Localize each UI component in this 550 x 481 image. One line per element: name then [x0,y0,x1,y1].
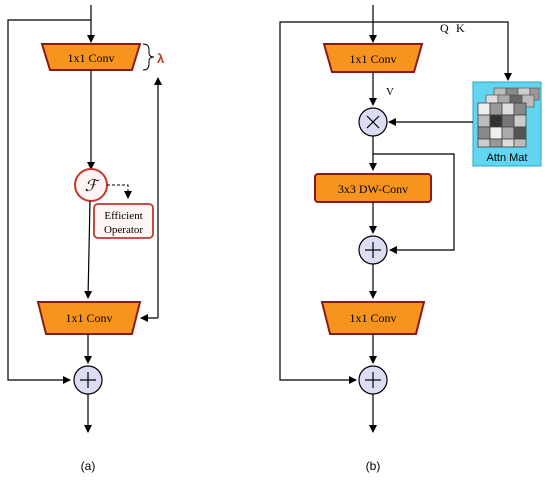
dw-skip-path [373,153,455,254]
conv-top-a-label: 1x1 Conv [67,51,114,65]
conv-bottom-b [320,301,426,335]
multiply-x2 [366,115,380,129]
k-label: K [456,21,465,35]
caption-b: (b) [366,459,381,473]
residual-path-b [279,21,373,384]
lambda-label: λ [157,51,165,66]
arrow-f-to-conv [84,200,93,299]
dashed-arrow-efficient [107,184,132,199]
conv-top-a [40,43,142,71]
residual-path-a [7,19,91,384]
panel-b: Q K 1x1 Conv V [279,5,542,473]
efficient-operator-line2: Operator [104,224,143,236]
conv-bottom-b-label: 1x1 Conv [349,311,396,325]
qk-path [373,21,512,81]
lambda-brace [142,43,155,71]
conv-top-b-label: 1x1 Conv [349,52,396,66]
efficient-operator-box [93,203,154,239]
efficient-operator-line1: Efficient [104,210,142,222]
attn-matrix-icon [477,87,540,148]
dw-conv-label: 3x3 DW-Conv [338,182,408,196]
conv-top-b [322,43,424,73]
v-label: V [386,86,394,98]
panel-a: 1x1 Conv λ ℱ Efficient Operator 1x1 Conv [7,5,165,473]
operator-f-symbol: ℱ [85,178,101,195]
conv-bottom-a [36,301,142,335]
q-label: Q [440,21,449,35]
conv-bottom-a-label: 1x1 Conv [65,311,112,325]
caption-a: (a) [81,459,96,473]
attn-matrix-label: Attn Mat [487,152,528,164]
